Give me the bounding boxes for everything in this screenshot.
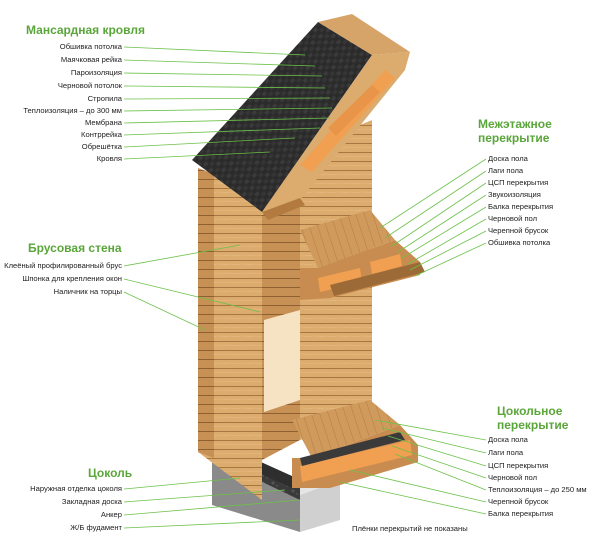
- leader-line: [123, 46, 306, 56]
- heading-interfloor: Межэтажное перекрытие: [478, 117, 552, 145]
- plinth-label: Анкер: [100, 510, 122, 519]
- gable-wall: [214, 140, 302, 500]
- interfloor-label: Лаги пола: [488, 166, 524, 175]
- interfloor-label: Звукоизоляция: [488, 190, 541, 199]
- roof-label: Пароизоляция: [70, 68, 122, 77]
- leader-line: [123, 519, 301, 529]
- interfloor-label: Черновой пол: [488, 214, 538, 223]
- interfloor-label: Доска пола: [488, 154, 528, 163]
- interfloor-label: Обшивка потолка: [488, 238, 551, 247]
- leader-line: [123, 278, 261, 313]
- leader-line: [374, 419, 487, 441]
- roof-label: Обрешётка: [81, 142, 122, 151]
- leader-line: [123, 499, 301, 516]
- leader-line: [123, 107, 333, 112]
- leader-line: [123, 117, 331, 124]
- roof-label: Теплоизоляция – до 300 мм: [23, 106, 122, 115]
- leader-line: [407, 218, 487, 265]
- leader-line: [401, 206, 487, 259]
- interfloor-floor-surface: [300, 210, 395, 268]
- window-opening: [264, 310, 300, 412]
- wall-label: Клеёный профилированный брус: [4, 261, 122, 270]
- leader-line: [397, 194, 487, 253]
- basement-floor-surface: [292, 400, 400, 458]
- roof-label: Мембрана: [85, 118, 122, 127]
- leader-line: [123, 477, 241, 490]
- basement-label: Лаги пола: [488, 448, 524, 457]
- leader-line: [339, 481, 487, 515]
- leader-line: [394, 453, 487, 491]
- leader-line: [123, 244, 241, 267]
- roof-label: Кровля: [96, 154, 122, 163]
- leader-line: [123, 72, 323, 77]
- roof-rafter: [262, 198, 305, 220]
- leader-lines: [123, 46, 487, 529]
- heading-basement-floor: Цокольное перекрытие: [497, 404, 569, 432]
- interfloor-insulation: [318, 268, 362, 292]
- house-illustration: [192, 14, 425, 532]
- heading-plinth: Цоколь: [88, 466, 133, 480]
- interfloor-label: ЦСП перекрытия: [488, 178, 549, 187]
- interfloor-label: Балка перекрытия: [488, 202, 554, 211]
- heading-roof: Мансардная кровля: [26, 23, 145, 37]
- roof-label: Контррейка: [81, 130, 122, 139]
- leader-line: [391, 445, 487, 479]
- roof-label: Обшивка потолка: [59, 42, 122, 51]
- interfloor-label: Черепной брусок: [488, 226, 549, 235]
- plinth-label: Наружная отделка цоколя: [30, 484, 122, 493]
- roof-label: Маячковая рейка: [60, 55, 122, 64]
- interfloor-joists: [330, 262, 425, 296]
- leader-line: [123, 489, 286, 503]
- heading-wall: Брусовая стена: [28, 241, 122, 255]
- basement-label: Доска пола: [488, 435, 528, 444]
- plinth-label: Закладная доска: [61, 497, 122, 506]
- leader-line: [391, 182, 487, 247]
- basement-label: Теплоизоляция – до 250 мм: [488, 485, 587, 494]
- basement-label: Черепной брусок: [488, 497, 549, 506]
- leader-line: [123, 137, 296, 148]
- leader-line: [381, 427, 487, 454]
- roof-label: Черновой потолок: [57, 81, 122, 90]
- leader-line: [123, 127, 321, 136]
- leader-line: [387, 435, 487, 467]
- leader-line: [123, 85, 326, 89]
- leader-line: [123, 59, 316, 67]
- roof-ridge-edge: [318, 14, 410, 55]
- roof-label: Стропила: [87, 94, 122, 103]
- basement-insulation: [300, 440, 412, 482]
- roof-insulation-2: [328, 85, 380, 136]
- basement-label: ЦСП перекрытия: [488, 461, 549, 470]
- roof-shingles: [192, 22, 372, 212]
- leader-line: [414, 242, 487, 277]
- wall-end-column: [198, 168, 214, 458]
- leader-line: [123, 151, 271, 160]
- leader-line: [349, 469, 487, 503]
- wall-label: Шпонка для крепления окон: [22, 274, 122, 283]
- leader-line: [379, 158, 487, 229]
- basement-label: Балка перекрытия: [488, 509, 554, 518]
- leader-line: [384, 170, 487, 239]
- leader-line: [123, 97, 331, 100]
- plinth-label: Ж/Б фудамент: [70, 523, 122, 532]
- footnote: Плёнки перекрытий не показаны: [352, 524, 468, 533]
- basement-dark-layer: [300, 432, 405, 466]
- leader-line: [409, 230, 487, 271]
- basement-label: Черновой пол: [488, 473, 538, 482]
- leader-line: [123, 291, 206, 331]
- interfloor-insulation-2: [370, 254, 402, 274]
- wall-label: Наличник на торцы: [53, 287, 122, 296]
- foundation-block: [300, 480, 340, 532]
